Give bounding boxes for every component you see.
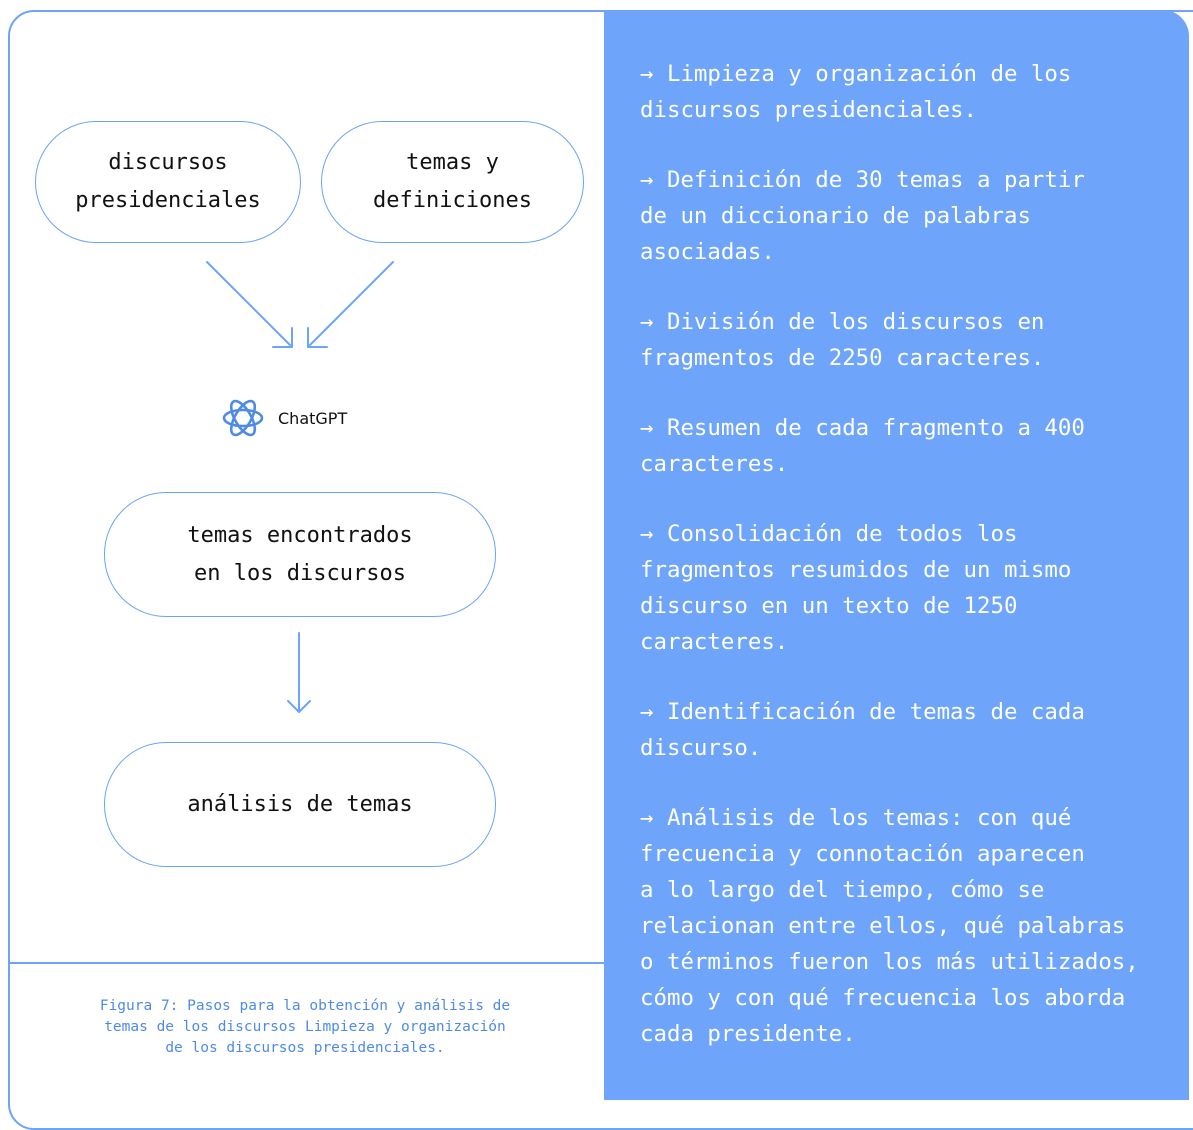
node-temas-encontrados: temas encontrados en los discursos [104,492,496,617]
caption-text: Figura 7: Pasos para la obtención y anál… [99,998,511,1056]
node-analisis-de-temas: análisis de temas [104,742,496,867]
step-item: → Resumen de cada fragmento a 400 caract… [640,415,1085,477]
openai-logo-icon [222,399,264,437]
chatgpt-step: ChatGPT [218,393,347,443]
figure-caption: Figura 7: Pasos para la obtención y anál… [30,996,580,1059]
steps-panel [604,10,1189,1100]
step-item: → División de los discursos en fragmento… [640,309,1045,371]
step-item: → Consolidación de todos los fragmentos … [640,521,1072,655]
flow-arrows [206,261,394,714]
arrow-discursos-to-chatgpt [206,261,293,348]
node-label: análisis de temas [187,791,413,817]
caption-divider [8,962,604,964]
step-item: → Identificación de temas de cada discur… [640,699,1085,761]
step-item: → Definición de 30 temas a partir de un … [640,167,1085,265]
node-label: discursos presidenciales [75,150,261,213]
arrow-encontrados-to-analisis [287,632,311,714]
node-label: temas y definiciones [373,150,532,213]
node-discursos-presidenciales: discursos presidenciales [35,121,301,243]
chatgpt-label: ChatGPT [278,408,348,428]
node-temas-y-definiciones: temas y definiciones [321,121,584,243]
steps-list: → Limpieza y organización de los discurs… [640,56,1180,1086]
step-item: → Análisis de los temas: con qué frecuen… [640,805,1139,1047]
node-label: temas encontrados en los discursos [187,522,413,586]
step-item: → Limpieza y organización de los discurs… [640,61,1072,123]
arrow-temas-to-chatgpt [307,261,394,348]
